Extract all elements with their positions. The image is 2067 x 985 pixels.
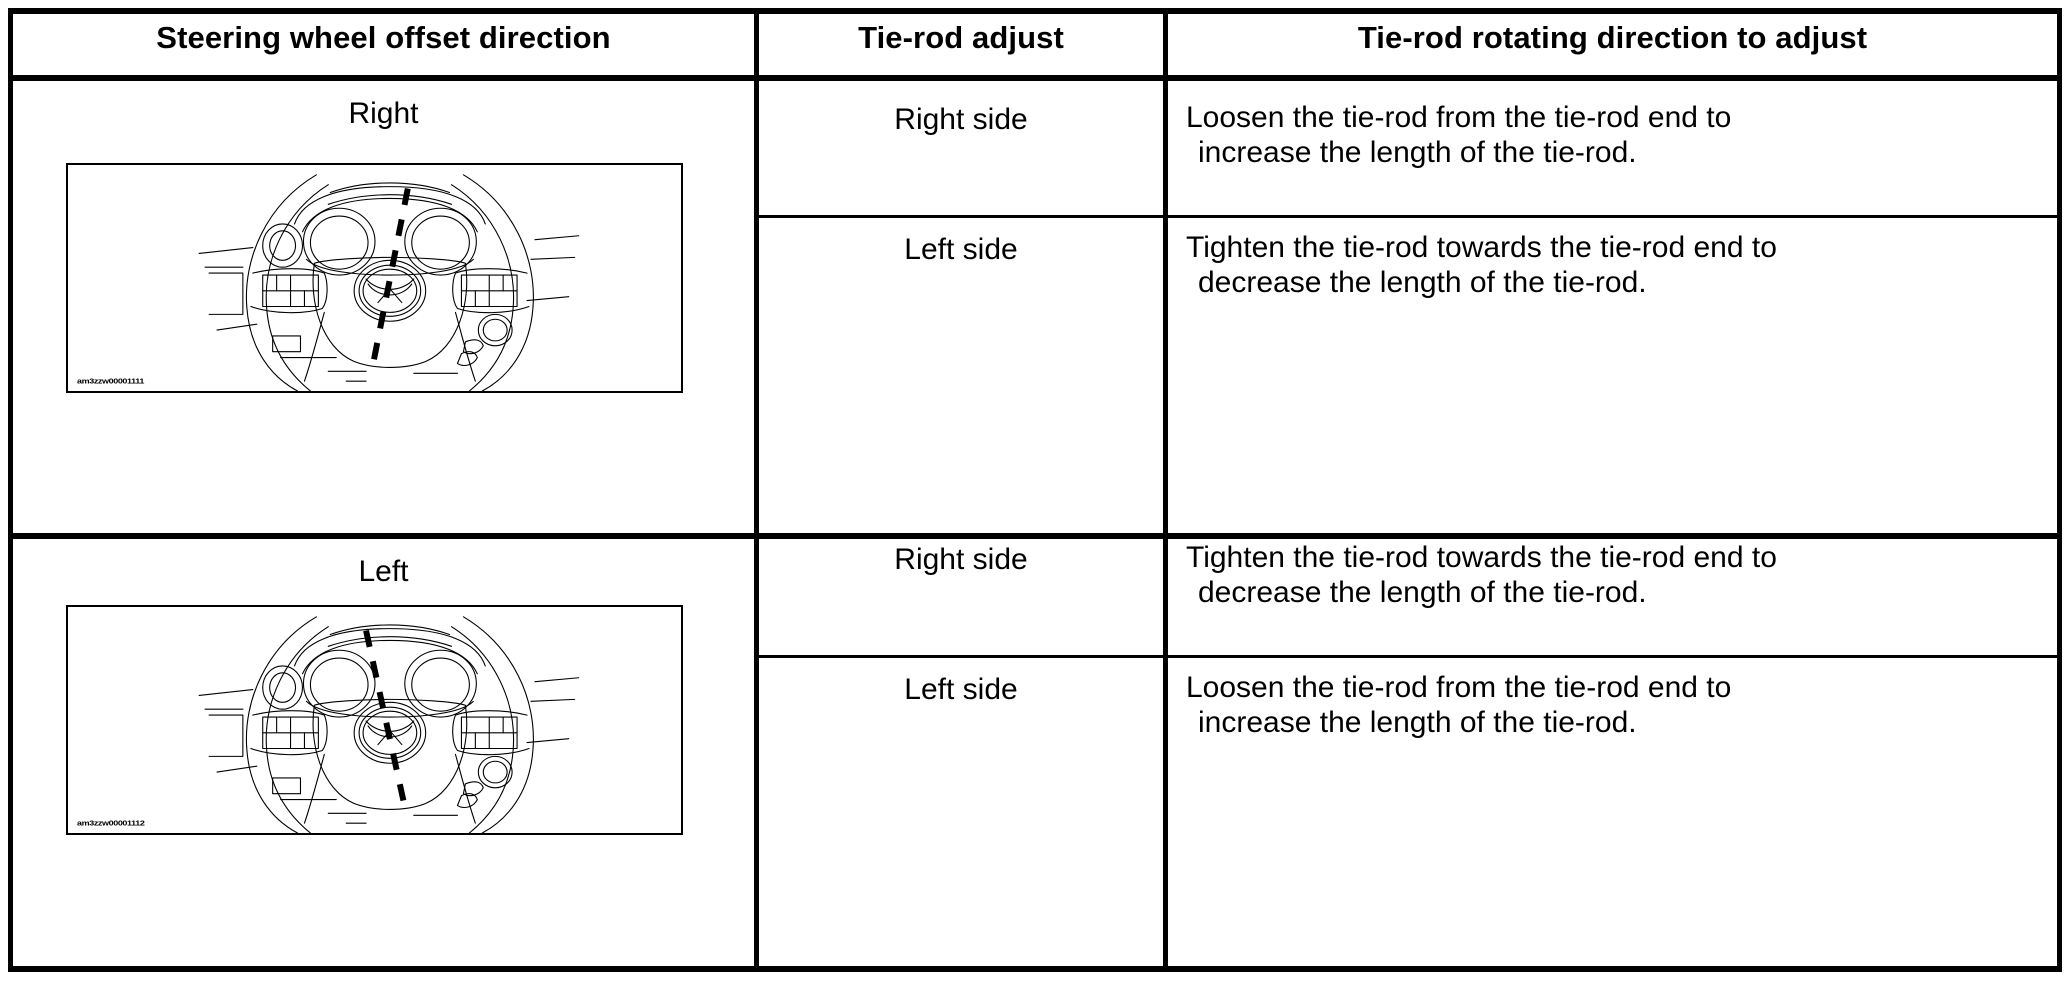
table-border-top — [8, 8, 2062, 14]
direction-cell-right: Right — [13, 96, 754, 131]
reference-dashed-line-right — [369, 188, 411, 370]
steering-wheel-figure-right: am3zzw00001111 — [66, 163, 683, 393]
instruction-cell-1a: Loosen the tie-rod from the tie-rod end … — [1168, 100, 2057, 171]
tierod-side-cell-2b: Left side — [759, 672, 1163, 707]
direction-cell-left: Left — [13, 554, 754, 589]
tierod-side-label-1a: Right side — [894, 103, 1028, 136]
tierod-side-cell-1a: Right side — [759, 102, 1163, 137]
instruction-line2-2a: decrease the length of the tie-rod. — [1198, 576, 1647, 610]
tierod-side-cell-1b: Left side — [759, 232, 1163, 267]
instruction-line2-2b: increase the length of the tie-rod. — [1198, 706, 1637, 740]
tierod-side-label-2a: Right side — [894, 543, 1028, 576]
subrow-separator-2 — [754, 655, 2062, 658]
header-label-direction: Steering wheel offset direction — [156, 20, 611, 55]
direction-label-right: Right — [348, 97, 419, 130]
tierod-side-label-2b: Left side — [904, 673, 1018, 706]
instruction-line1-2a: Tighten the tie-rod towards the tie-rod … — [1186, 541, 1777, 574]
steering-wheel-illustration-right — [198, 174, 580, 391]
table-border-right — [2057, 8, 2062, 972]
column-separator-1 — [754, 8, 759, 972]
direction-label-left: Left — [358, 555, 409, 588]
header-cell-tierod-adjust: Tie-rod adjust — [759, 20, 1163, 57]
header-cell-direction: Steering wheel offset direction — [13, 20, 754, 57]
figure-id-label-1: am3zzw00001111 — [77, 376, 144, 386]
table-border-left — [8, 8, 13, 972]
instruction-cell-2a: Tighten the tie-rod towards the tie-rod … — [1168, 540, 2057, 611]
table-border-bottom — [8, 966, 2062, 972]
header-row-separator — [8, 75, 2062, 81]
figure-id-label-2: am3zzw00001112 — [77, 818, 145, 828]
reference-dashed-line-left — [363, 629, 409, 813]
column-separator-2 — [1163, 8, 1168, 972]
subrow-separator-1 — [754, 215, 2062, 218]
steering-wheel-illustration-left — [198, 616, 580, 833]
instruction-cell-2b: Loosen the tie-rod from the tie-rod end … — [1168, 670, 2057, 741]
instruction-line1-2b: Loosen the tie-rod from the tie-rod end … — [1186, 671, 1732, 704]
body-band-separator — [8, 533, 2062, 539]
instruction-line2-1b: decrease the length of the tie-rod. — [1198, 266, 1647, 300]
tierod-side-cell-2a: Right side — [759, 542, 1163, 577]
header-cell-rotating-direction: Tie-rod rotating direction to adjust — [1168, 20, 2057, 57]
instruction-line2-1a: increase the length of the tie-rod. — [1198, 136, 1637, 170]
instruction-line1-1b: Tighten the tie-rod towards the tie-rod … — [1186, 231, 1777, 264]
header-label-tierod-adjust: Tie-rod adjust — [858, 20, 1064, 55]
steering-wheel-figure-left: am3zzw00001112 — [66, 605, 683, 835]
instruction-cell-1b: Tighten the tie-rod towards the tie-rod … — [1168, 230, 2057, 301]
instruction-line1-1a: Loosen the tie-rod from the tie-rod end … — [1186, 101, 1732, 134]
tierod-side-label-1b: Left side — [904, 233, 1018, 266]
header-label-rotating-direction: Tie-rod rotating direction to adjust — [1357, 20, 1868, 55]
steering-adjustment-table: Steering wheel offset direction Tie-rod … — [8, 8, 2062, 972]
